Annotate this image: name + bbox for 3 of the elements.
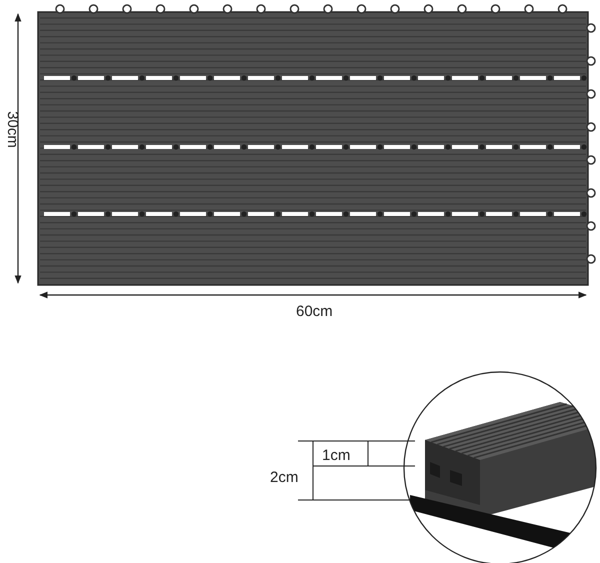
dimension-label: 60cm xyxy=(296,304,333,319)
dimension-label: 1cm xyxy=(322,448,350,463)
dimension-label: 2cm xyxy=(270,470,298,485)
